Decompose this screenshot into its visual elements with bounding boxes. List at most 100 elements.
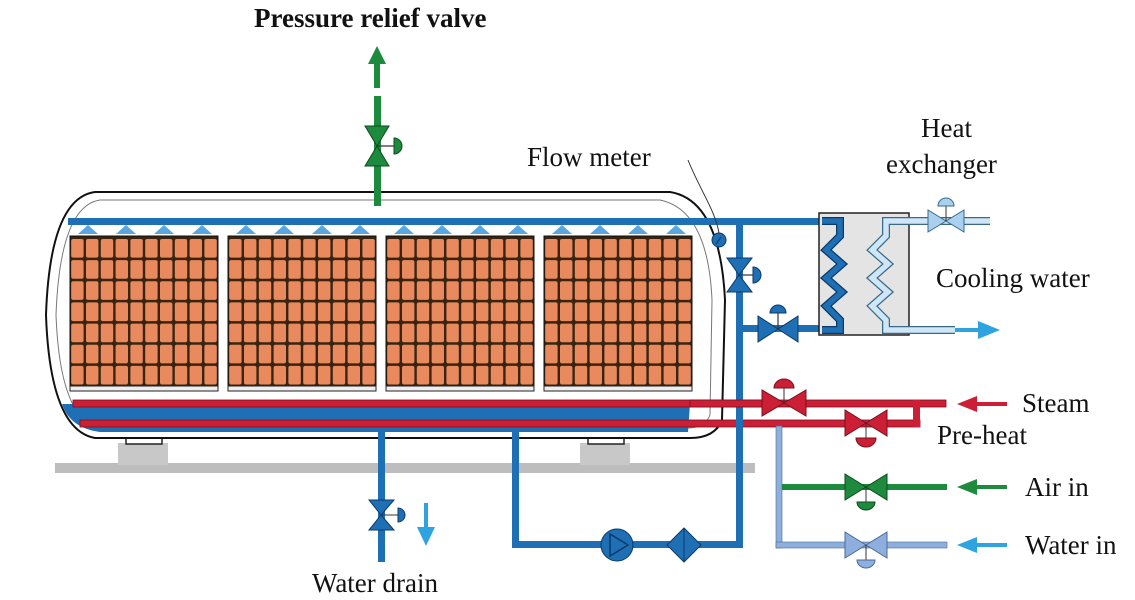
drain-valve[interactable] <box>367 499 406 531</box>
can <box>545 302 558 322</box>
can <box>416 239 430 258</box>
can <box>71 344 84 364</box>
can <box>505 260 518 279</box>
can <box>387 260 400 279</box>
can <box>160 281 173 300</box>
can <box>634 365 647 385</box>
can <box>634 239 647 258</box>
can <box>145 344 158 364</box>
can <box>189 302 202 322</box>
can <box>402 344 415 364</box>
can <box>604 323 617 343</box>
can <box>145 323 158 343</box>
can <box>244 365 257 385</box>
can <box>174 302 188 322</box>
can <box>446 302 459 322</box>
can <box>431 260 444 279</box>
can <box>273 323 286 343</box>
pre-heat-label: Pre-heat <box>937 420 1027 450</box>
can <box>446 260 459 279</box>
can <box>431 323 444 343</box>
can <box>318 365 331 385</box>
can <box>332 344 346 364</box>
can <box>402 365 415 385</box>
air-valve[interactable] <box>844 473 888 511</box>
can <box>71 365 84 385</box>
can <box>258 239 272 258</box>
heat-exchanger-label-1: Heat <box>921 113 972 143</box>
can <box>258 344 272 364</box>
can <box>678 302 691 322</box>
can <box>174 365 188 385</box>
can <box>520 365 533 385</box>
can <box>634 260 647 279</box>
can <box>145 365 158 385</box>
can <box>86 344 99 364</box>
can-pallets <box>69 235 693 392</box>
heat-exchanger-label-2: exchanger <box>886 149 997 179</box>
can <box>100 239 114 258</box>
can <box>100 281 114 300</box>
cooling-water-valve[interactable] <box>927 197 965 233</box>
spray-nozzle <box>394 225 414 234</box>
can <box>258 281 272 300</box>
can <box>332 239 346 258</box>
can <box>258 323 272 343</box>
can <box>229 281 242 300</box>
can <box>244 344 257 364</box>
can <box>431 239 444 258</box>
can <box>362 281 375 300</box>
can <box>362 344 375 364</box>
can <box>303 302 316 322</box>
can <box>273 344 286 364</box>
circulation-pump <box>600 528 634 562</box>
can <box>663 302 676 322</box>
can <box>446 323 459 343</box>
spray-nozzle <box>590 225 610 234</box>
can <box>347 344 360 364</box>
can <box>288 344 301 364</box>
can <box>273 239 286 258</box>
steam-pipe-upper <box>72 399 774 408</box>
spray-nozzle <box>552 225 572 234</box>
can <box>86 323 99 343</box>
can <box>490 344 504 364</box>
can <box>303 365 316 385</box>
can <box>258 365 272 385</box>
can <box>505 323 518 343</box>
can <box>604 344 617 364</box>
can <box>347 302 360 322</box>
can <box>303 239 316 258</box>
can <box>130 260 143 279</box>
filter <box>666 527 702 563</box>
can <box>318 281 331 300</box>
can <box>288 239 301 258</box>
preheat-valve[interactable] <box>844 409 888 448</box>
can <box>663 239 676 258</box>
can <box>678 281 691 300</box>
can <box>402 281 415 300</box>
can <box>174 239 188 258</box>
can <box>160 260 173 279</box>
can <box>100 365 114 385</box>
pressure-relief-label: Pressure relief valve <box>254 3 486 33</box>
bypass-valve[interactable] <box>757 304 799 343</box>
water-drain-label: Water drain <box>312 568 439 598</box>
can <box>288 365 301 385</box>
can <box>589 260 602 279</box>
can <box>332 323 346 343</box>
can <box>86 239 99 258</box>
can <box>115 344 128 364</box>
pressure-relief-valve[interactable] <box>364 125 403 167</box>
can <box>476 323 489 343</box>
can <box>490 239 504 258</box>
can <box>115 302 128 322</box>
spray-nozzle <box>236 225 256 234</box>
steam-valve[interactable] <box>761 378 807 417</box>
circulation-valve[interactable] <box>726 257 762 293</box>
water-in-valve[interactable] <box>844 531 888 569</box>
can <box>589 365 602 385</box>
can <box>347 323 360 343</box>
can <box>490 365 504 385</box>
water-in-label: Water in <box>1025 530 1117 560</box>
